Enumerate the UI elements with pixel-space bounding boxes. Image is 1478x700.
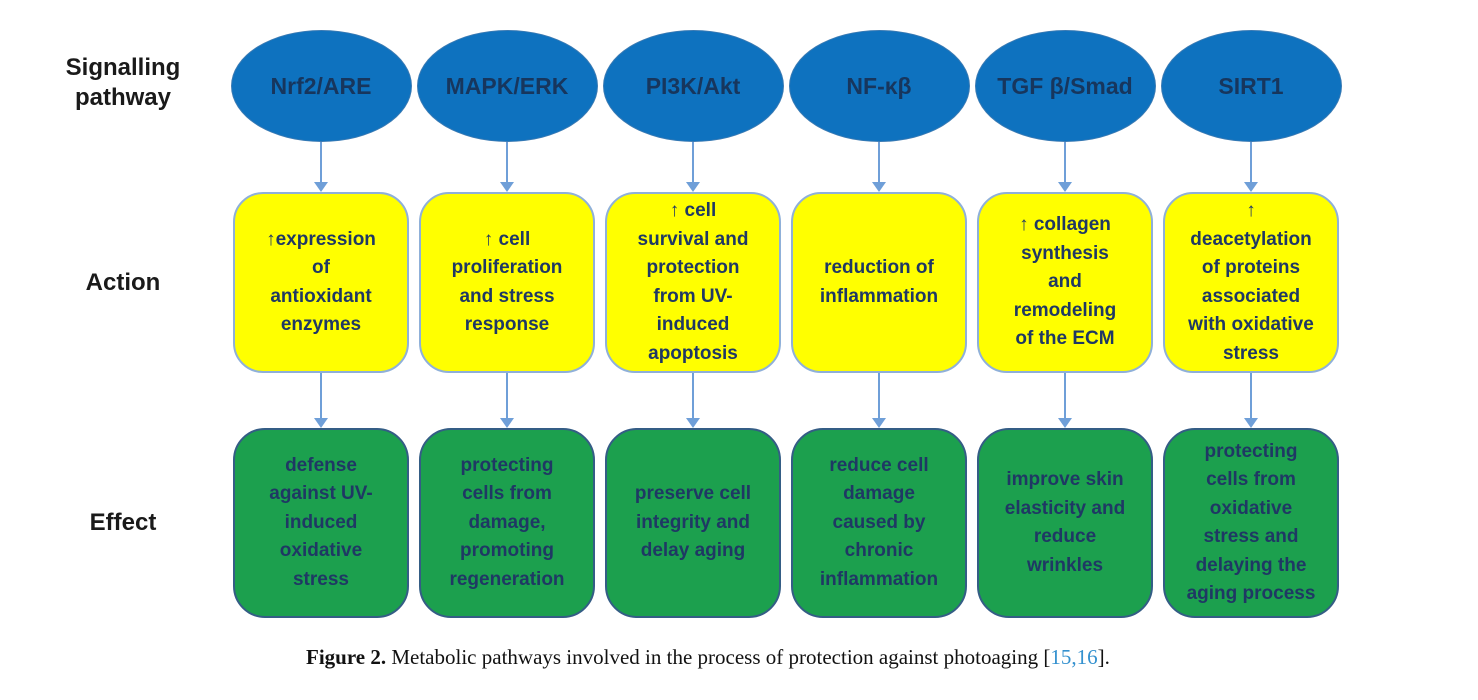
arrow-cell <box>228 142 414 192</box>
effect-cell-nrf2-are: defense against UV- induced oxidative st… <box>228 428 414 618</box>
arrow-cell <box>786 142 972 192</box>
down-arrow-icon <box>314 373 328 428</box>
action-cell-nf-kb: reduction of inflammation <box>786 192 972 373</box>
row-label-effect: Effect <box>89 509 157 536</box>
effect-box-nrf2-are: defense against UV- induced oxidative st… <box>233 428 409 618</box>
down-arrow-icon <box>872 142 886 192</box>
pathway-cell-tgf-smad: TGF β/Smad <box>972 0 1158 142</box>
action-cell-nrf2-are: ↑expression of antioxidant enzymes <box>228 192 414 373</box>
effect-box-nf-kb: reduce cell damage caused by chronic inf… <box>791 428 967 618</box>
pathway-ellipse-nf-kb: NF-κβ <box>788 30 970 142</box>
arrow-cell <box>972 373 1158 428</box>
effect-box-pi3k-akt: preserve cell integrity and delay aging <box>605 428 781 618</box>
action-cell-pi3k-akt: ↑ cell survival and protection from UV- … <box>600 192 786 373</box>
pathway-cell-nrf2-are: Nrf2/ARE <box>228 0 414 142</box>
arrow-cell <box>786 373 972 428</box>
effect-box-mapk-erk: protecting cells from damage, promoting … <box>419 428 595 618</box>
action-box-mapk-erk: ↑ cell proliferation and stress response <box>419 192 595 373</box>
pathway-ellipse-tgf-smad: TGF β/Smad <box>974 30 1156 142</box>
arrow-cell <box>414 373 600 428</box>
row-label-signalling-cell: Signalling pathway <box>0 0 228 142</box>
arrow-cell <box>600 373 786 428</box>
down-arrow-icon <box>686 142 700 192</box>
pathway-ellipse-nrf2-are: Nrf2/ARE <box>230 30 412 142</box>
effect-box-sirt1: protecting cells from oxidative stress a… <box>1163 428 1339 618</box>
effect-cell-nf-kb: reduce cell damage caused by chronic inf… <box>786 428 972 618</box>
figure-caption-suffix: ]. <box>1097 645 1110 669</box>
effect-cell-pi3k-akt: preserve cell integrity and delay aging <box>600 428 786 618</box>
action-box-tgf-smad: ↑ collagen synthesis and remodeling of t… <box>977 192 1153 373</box>
row-label-action: Action <box>85 268 161 296</box>
down-arrow-icon <box>314 142 328 192</box>
down-arrow-icon <box>872 373 886 428</box>
spacer <box>0 373 228 428</box>
pathway-cell-sirt1: SIRT1 <box>1158 0 1344 142</box>
down-arrow-icon <box>1058 142 1072 192</box>
action-box-pi3k-akt: ↑ cell survival and protection from UV- … <box>605 192 781 373</box>
effect-cell-mapk-erk: protecting cells from damage, promoting … <box>414 428 600 618</box>
down-arrow-icon <box>500 142 514 192</box>
pathway-cell-pi3k-akt: PI3K/Akt <box>600 0 786 142</box>
arrow-cell <box>414 142 600 192</box>
pathway-cell-mapk-erk: MAPK/ERK <box>414 0 600 142</box>
effect-cell-tgf-smad: improve skin elasticity and reduce wrink… <box>972 428 1158 618</box>
pathway-cell-nf-kb: NF-κβ <box>786 0 972 142</box>
figure-caption-label: Figure 2. <box>306 645 387 669</box>
down-arrow-icon <box>1244 373 1258 428</box>
row-label-signalling-pathway: Signalling pathway <box>65 54 181 111</box>
down-arrow-icon <box>1244 142 1258 192</box>
down-arrow-icon <box>500 373 514 428</box>
action-cell-sirt1: ↑ deacetylation of proteins associated w… <box>1158 192 1344 373</box>
down-arrow-icon <box>1058 373 1072 428</box>
spacer <box>0 142 228 192</box>
action-box-sirt1: ↑ deacetylation of proteins associated w… <box>1163 192 1339 373</box>
row-label-effect-cell: Effect <box>0 428 228 618</box>
reference-link-15-16[interactable]: 15,16 <box>1050 645 1098 669</box>
pathway-diagram: Signalling pathway Nrf2/ARE MAPK/ERK PI3… <box>0 0 1344 618</box>
pathway-ellipse-mapk-erk: MAPK/ERK <box>416 30 598 142</box>
row-label-action-cell: Action <box>0 192 228 373</box>
action-cell-tgf-smad: ↑ collagen synthesis and remodeling of t… <box>972 192 1158 373</box>
arrow-cell <box>1158 142 1344 192</box>
action-box-nf-kb: reduction of inflammation <box>791 192 967 373</box>
effect-box-tgf-smad: improve skin elasticity and reduce wrink… <box>977 428 1153 618</box>
figure-caption-body: Metabolic pathways involved in the proce… <box>386 645 1051 669</box>
down-arrow-icon <box>686 373 700 428</box>
arrow-cell <box>228 373 414 428</box>
pathway-ellipse-pi3k-akt: PI3K/Akt <box>602 30 784 142</box>
arrow-cell <box>972 142 1158 192</box>
action-box-nrf2-are: ↑expression of antioxidant enzymes <box>233 192 409 373</box>
effect-cell-sirt1: protecting cells from oxidative stress a… <box>1158 428 1344 618</box>
action-cell-mapk-erk: ↑ cell proliferation and stress response <box>414 192 600 373</box>
arrow-cell <box>1158 373 1344 428</box>
figure-caption: Figure 2. Metabolic pathways involved in… <box>306 645 1110 670</box>
arrow-cell <box>600 142 786 192</box>
pathway-ellipse-sirt1: SIRT1 <box>1160 30 1342 142</box>
